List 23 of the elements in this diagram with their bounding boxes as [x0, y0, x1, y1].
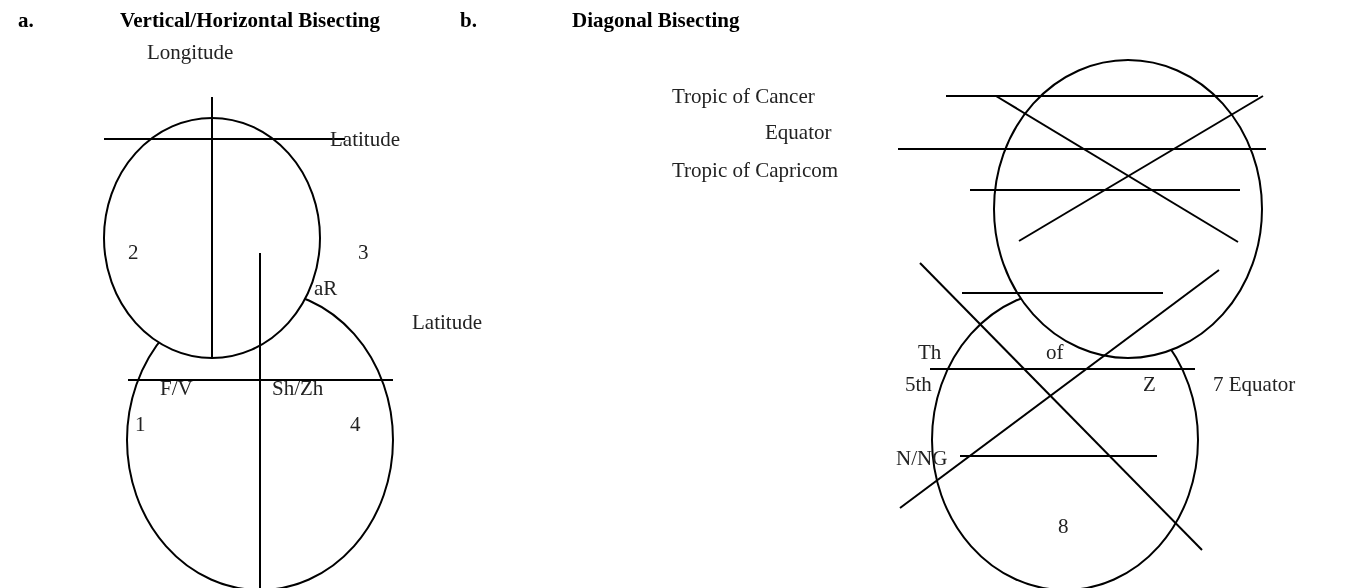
line-label: Tropic of Cancer — [672, 84, 815, 108]
axis-label: Longitude — [147, 40, 234, 64]
sound-label: F/V — [160, 376, 193, 400]
quadrant-number: 4 — [350, 412, 361, 436]
quadrant-number: 3 — [358, 240, 369, 264]
line-label: Equator — [765, 120, 832, 144]
panel-heading: Vertical/Horizontal Bisecting — [120, 8, 380, 32]
panel-heading: Diagonal Bisecting — [572, 8, 740, 32]
quadrant-number: 1 — [135, 412, 146, 436]
panel-letter: a. — [18, 8, 34, 32]
axis-label: Latitude — [330, 127, 400, 151]
axis-label: Latitude — [412, 310, 482, 334]
sound-label: 5th — [905, 372, 932, 396]
segment-number: 8 — [1058, 514, 1069, 538]
sound-label: of — [1046, 340, 1064, 364]
sound-label: aR — [314, 276, 338, 300]
panel-letter: b. — [460, 8, 477, 32]
sound-label: Z — [1143, 372, 1156, 396]
line-label: Tropic of Capricom — [672, 158, 839, 182]
sound-label: Sh/Zh — [272, 376, 324, 400]
sound-label: Th — [918, 340, 942, 364]
quadrant-number: 2 — [128, 240, 139, 264]
segment-label: 7 Equator — [1213, 372, 1296, 396]
